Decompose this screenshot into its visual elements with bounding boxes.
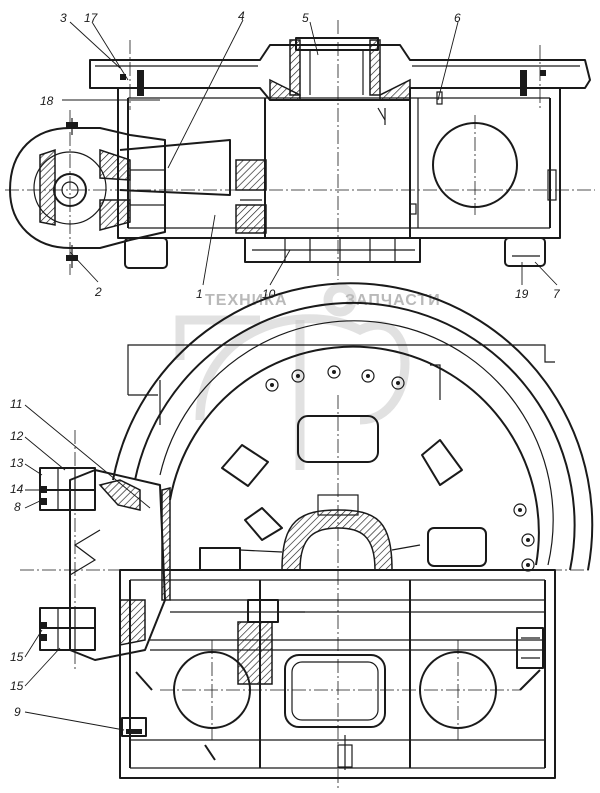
callout-10: 10 xyxy=(262,287,276,301)
callout-15-lower: 15 xyxy=(10,679,24,693)
callout-12: 12 xyxy=(10,429,24,443)
callout-18: 18 xyxy=(40,94,54,108)
callout-19: 19 xyxy=(515,287,529,301)
top-section-view xyxy=(5,20,595,280)
callout-15-upper: 15 xyxy=(10,650,24,664)
callout-2: 2 xyxy=(94,285,102,299)
callout-14: 14 xyxy=(10,482,24,496)
callout-17: 17 xyxy=(84,11,99,25)
callout-labels: 3 17 4 5 6 18 2 1 10 19 7 11 12 13 14 8 … xyxy=(10,9,561,719)
callout-9: 9 xyxy=(14,705,21,719)
callout-13: 13 xyxy=(10,456,24,470)
watermark-logo: ТЕХНИКА ЗАПЧАСТИ xyxy=(175,283,441,470)
callout-3: 3 xyxy=(60,11,67,25)
watermark-right-word: ЗАПЧАСТИ xyxy=(345,292,441,309)
callout-7: 7 xyxy=(553,287,561,301)
callout-4: 4 xyxy=(238,9,245,23)
callout-1: 1 xyxy=(196,287,203,301)
leader-lines xyxy=(24,19,558,731)
callout-5: 5 xyxy=(302,11,309,25)
watermark-left-word: ТЕХНИКА xyxy=(205,292,288,309)
ring-bolts xyxy=(265,365,535,572)
callout-8: 8 xyxy=(14,500,21,514)
callout-6: 6 xyxy=(454,11,461,25)
bottom-front-view xyxy=(20,282,594,790)
callout-11: 11 xyxy=(10,397,22,411)
